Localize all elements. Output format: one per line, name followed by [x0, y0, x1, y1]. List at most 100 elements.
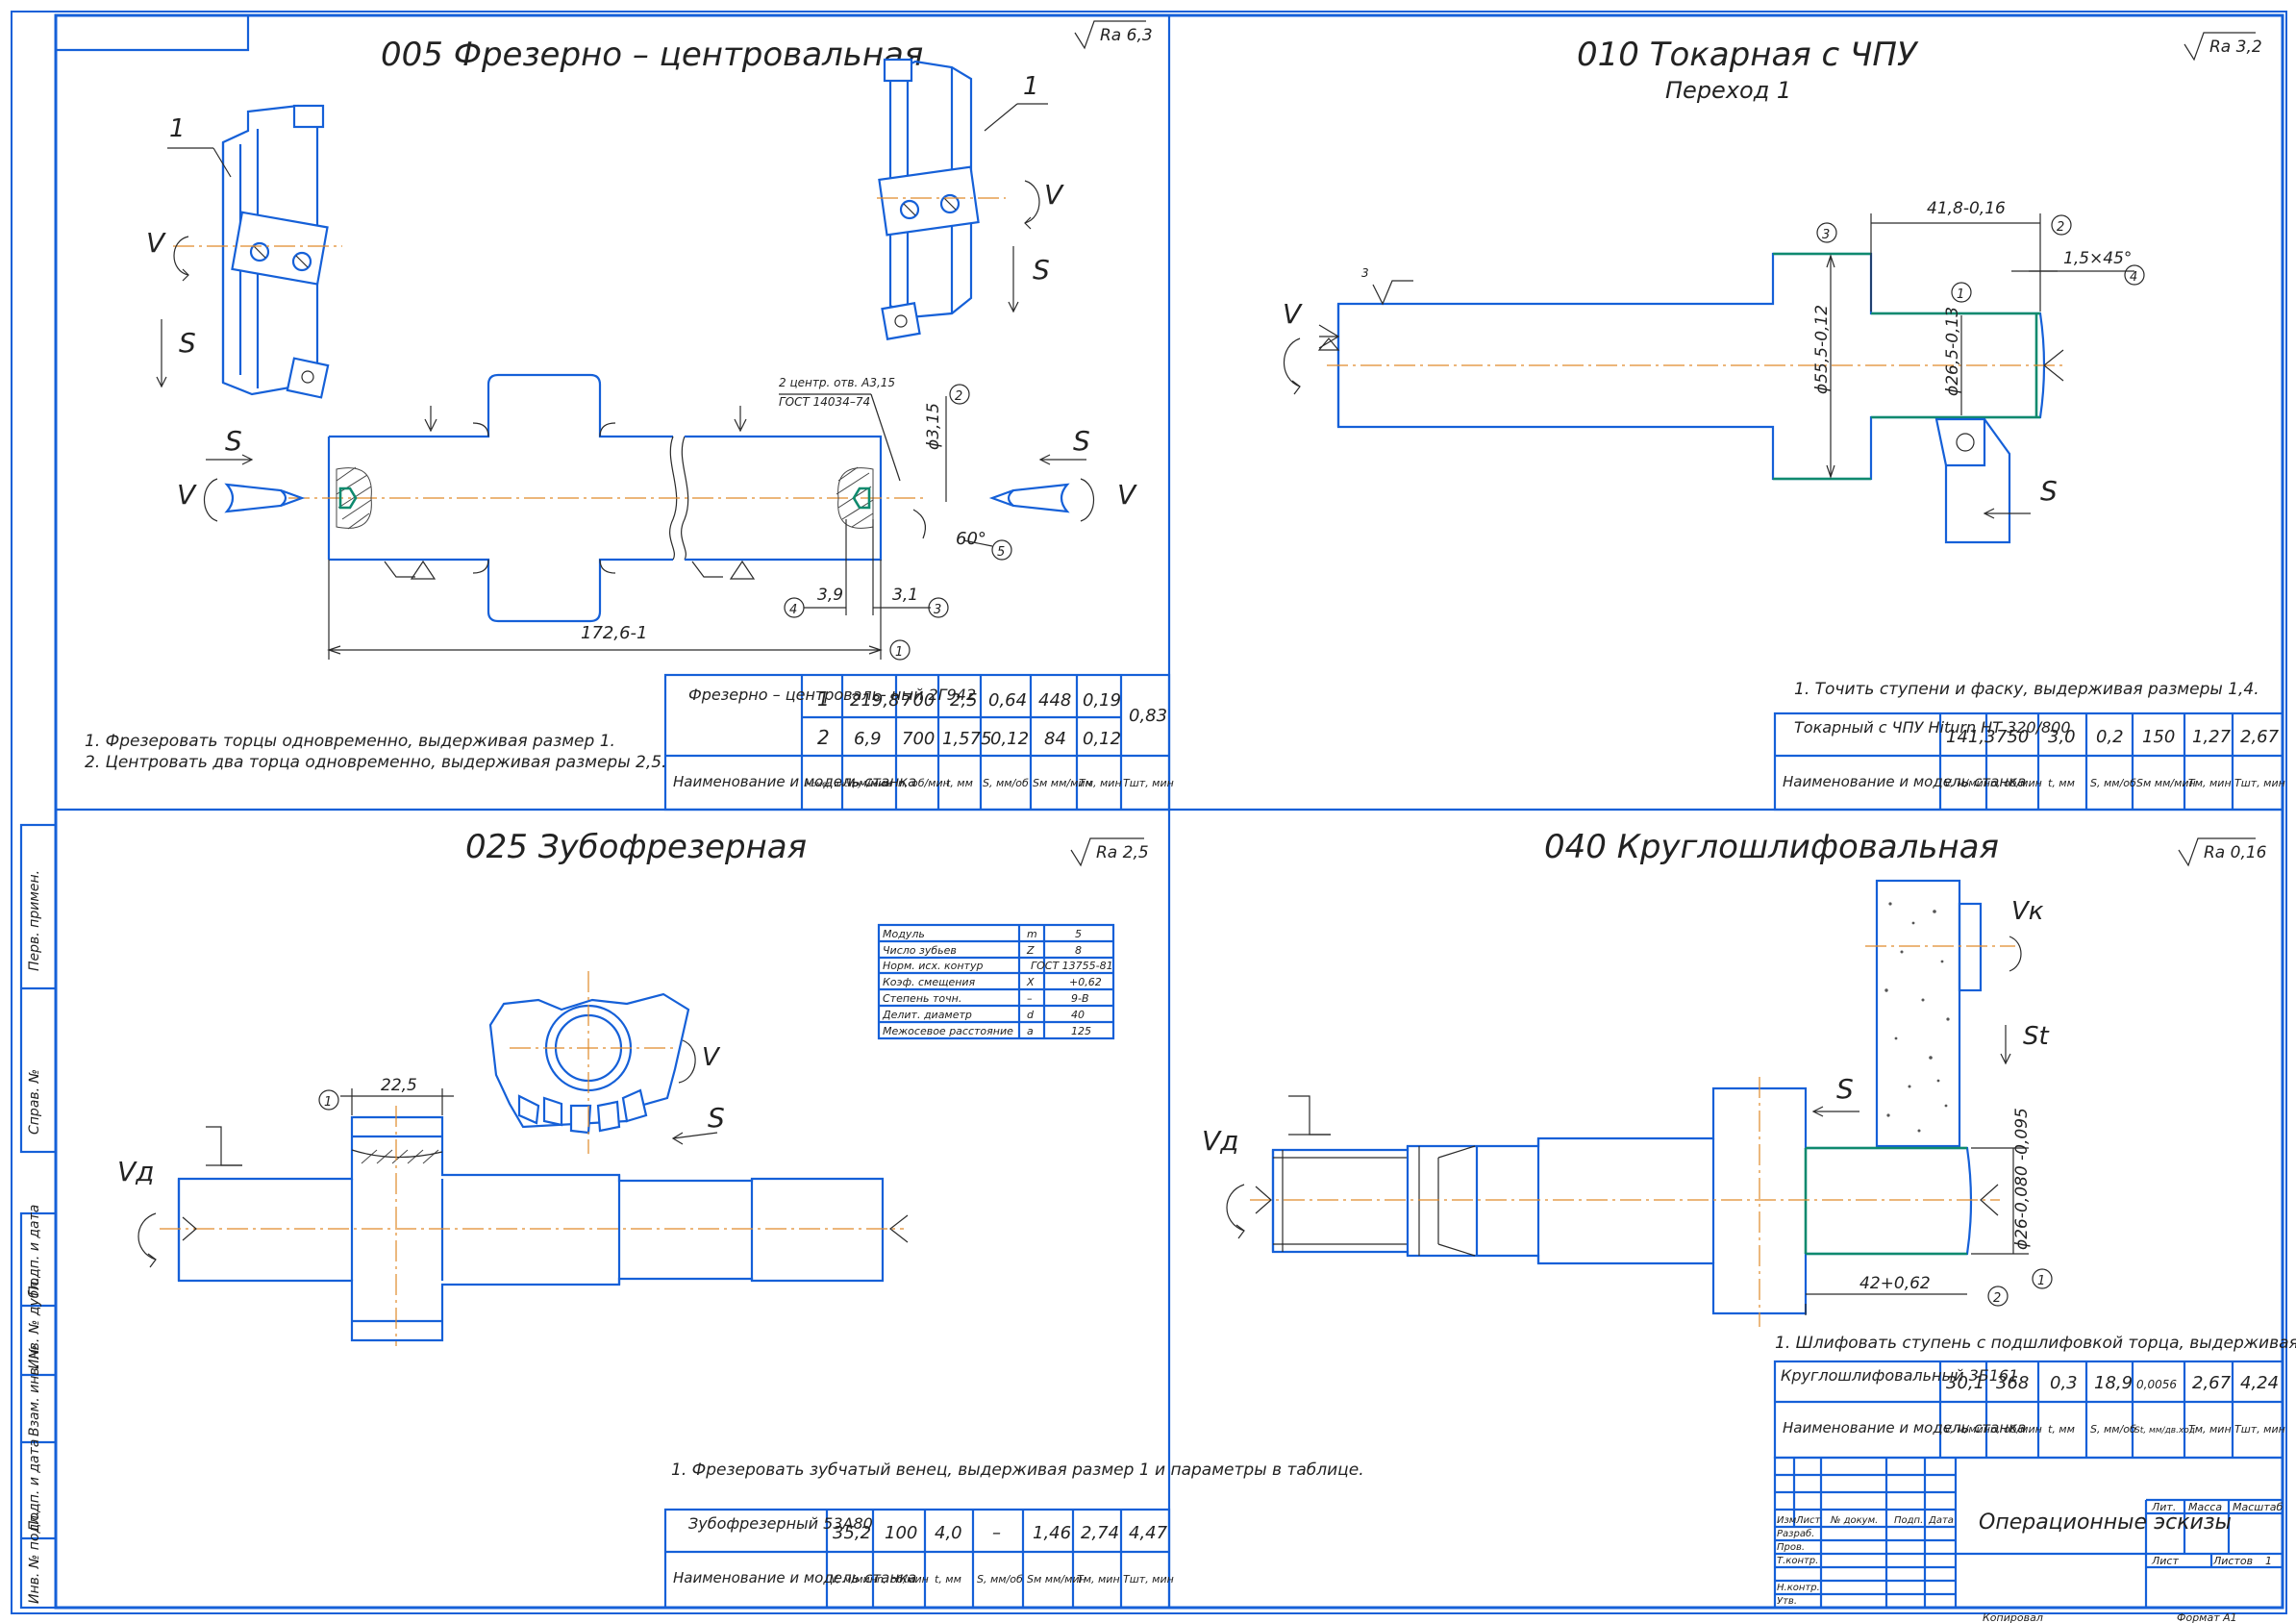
- svg-text:0,64: 0,64: [988, 690, 1027, 711]
- svg-text:n, об/мин: n, об/мин: [1990, 1423, 2042, 1436]
- svg-text:Круглошлифовальный 3Б161: Круглошлифовальный 3Б161: [1781, 1366, 2018, 1385]
- op005-panel: 005 Фрезерно – центровальная Ra 6,3 1 V …: [85, 20, 1174, 812]
- svg-text:22,5: 22,5: [381, 1076, 417, 1095]
- svg-text:35,2: 35,2: [833, 1523, 871, 1543]
- svg-text:m: m: [1027, 928, 1037, 940]
- svg-text:a: a: [1027, 1025, 1034, 1037]
- svg-text:Формат А1: Формат А1: [2177, 1611, 2237, 1623]
- op010-table: Токарный с ЧПУ Hiturn HT 320/800 141,3 7…: [1773, 712, 2285, 812]
- svg-text:4: 4: [2130, 270, 2137, 285]
- svg-text:V: V: [702, 1043, 721, 1072]
- svg-text:Масса: Масса: [2188, 1501, 2222, 1513]
- svg-text:S: S: [1073, 425, 1090, 457]
- svg-text:S, мм/об: S, мм/об: [2090, 777, 2136, 789]
- svg-text:Модуль: Модуль: [883, 928, 925, 940]
- svg-text:1,27: 1,27: [2192, 727, 2232, 747]
- svg-text:100: 100: [885, 1523, 917, 1543]
- svg-text:ϕ3,15: ϕ3,15: [924, 403, 943, 450]
- side-strip: Перв. примен. Справ. № Подп. и дата Инв.…: [19, 823, 58, 1610]
- op025-table: Зубофрезерный 53А80 35,2 100 4,0 – 1,46 …: [663, 1508, 1174, 1610]
- op025-note: 1. Фрезеровать зубчатый венец, выдержива…: [671, 1461, 1364, 1480]
- svg-text:141,3: 141,3: [1946, 727, 1996, 747]
- svg-text:V, м/мин: V, м/мин: [1944, 1423, 1990, 1436]
- op005-left-cutter: 1 V S: [146, 104, 342, 399]
- svg-text:3,1: 3,1: [892, 586, 918, 605]
- svg-text:42+0,62: 42+0,62: [1859, 1274, 1931, 1293]
- svg-text:18,9: 18,9: [2094, 1373, 2133, 1393]
- svg-text:6,9: 6,9: [854, 729, 882, 749]
- svg-text:Дата: Дата: [1928, 1515, 1954, 1526]
- svg-text:Пров.: Пров.: [1777, 1542, 1805, 1553]
- svg-text:0,19: 0,19: [1083, 690, 1121, 711]
- svg-text:t, мм: t, мм: [935, 1573, 961, 1586]
- svg-text:V: V: [1283, 298, 1303, 330]
- svg-text:84: 84: [1044, 729, 1066, 749]
- svg-text:Норм. исх. контур: Норм. исх. контур: [883, 960, 983, 972]
- op025-title: 025 Зубофрезерная: [465, 828, 807, 866]
- svg-text:S, мм/об: S, мм/об: [977, 1573, 1023, 1586]
- svg-text:t, мм: t, мм: [946, 777, 973, 789]
- op040-shaft: Vд S ϕ26-0,080 -0,095 42+0,62 1 2: [1202, 1073, 2053, 1327]
- svg-text:Н.контр.: Н.контр.: [1777, 1583, 1820, 1593]
- svg-text:3: 3: [1822, 228, 1830, 242]
- svg-text:Наименование и модель станка: Наименование и модель станка: [673, 773, 916, 790]
- op040-table: Круглошлифовальный 3Б161 30,1 368 0,3 18…: [1773, 1360, 2285, 1460]
- svg-text:St: St: [2023, 1022, 2050, 1051]
- svg-text:0,3: 0,3: [2050, 1373, 2078, 1393]
- svg-text:0,12: 0,12: [990, 729, 1029, 749]
- svg-text:S: S: [2040, 475, 2058, 507]
- outer-border: [11, 11, 2287, 1614]
- svg-text:0,0056: 0,0056: [2136, 1378, 2177, 1391]
- svg-text:2: 2: [1993, 1291, 2001, 1306]
- svg-text:S: S: [1033, 254, 1050, 286]
- svg-text:Токарный с ЧПУ Hiturn HT 320/8: Токарный с ЧПУ Hiturn HT 320/800: [1794, 718, 2071, 737]
- side-label-4: Взам. инв. №: [27, 1345, 42, 1436]
- svg-text:Тм, мин: Тм, мин: [2188, 777, 2232, 789]
- svg-text:0,2: 0,2: [2096, 727, 2124, 747]
- svg-text:700: 700: [902, 690, 935, 711]
- svg-text:S: S: [708, 1102, 725, 1134]
- svg-text:Наименование и модель станка: Наименование и модель станка: [1783, 773, 2026, 790]
- svg-text:+0,62: +0,62: [1069, 976, 1102, 988]
- svg-text:Делит. диаметр: Делит. диаметр: [882, 1009, 972, 1021]
- side-label-0: Перв. примен.: [27, 870, 42, 971]
- svg-text:ϕ26,5-0,13: ϕ26,5-0,13: [1943, 307, 1962, 396]
- svg-text:1: 1: [817, 687, 830, 711]
- title-name: Операционные эскизы: [1979, 1511, 2232, 1535]
- op025-shaft: Vд 22,5 1: [117, 1076, 909, 1346]
- svg-text:1: 1: [169, 114, 186, 143]
- svg-text:V, м/мин: V, м/мин: [831, 1573, 877, 1586]
- svg-text:Тм, мин: Тм, мин: [2188, 1423, 2232, 1436]
- svg-text:ГОСТ 14034–74: ГОСТ 14034–74: [779, 395, 870, 409]
- svg-text:Число зубьев: Число зубьев: [883, 944, 957, 957]
- svg-text:30,1: 30,1: [1946, 1373, 1984, 1393]
- svg-text:3,9: 3,9: [817, 586, 843, 605]
- svg-text:5: 5: [1075, 928, 1082, 940]
- svg-text:2,74: 2,74: [1081, 1523, 1119, 1543]
- svg-text:8: 8: [1075, 944, 1082, 957]
- svg-text:2: 2: [955, 389, 962, 404]
- op010-part: V S 3 41,8-0,16 1,5×45° ϕ55,5-0,12 ϕ26,5…: [1283, 199, 2145, 544]
- svg-text:ϕ26-0,080 -0,095: ϕ26-0,080 -0,095: [2012, 1108, 2032, 1250]
- svg-text:V: V: [146, 227, 166, 259]
- op040-title: 040 Круглошлифовальная: [1544, 828, 1999, 866]
- svg-text:Лит.: Лит.: [2151, 1501, 2176, 1513]
- op010-roughness: Ra 3,2: [2184, 32, 2262, 62]
- svg-text:X: X: [1026, 976, 1035, 988]
- svg-text:Тшт, мин: Тшт, мин: [1123, 1573, 1174, 1586]
- svg-text:Наименование и модель станка: Наименование и модель станка: [673, 1569, 916, 1586]
- svg-text:Номер инстру- мента: Номер инстру- мента: [806, 780, 892, 788]
- side-label-6: Инв. № подл.: [27, 1511, 42, 1604]
- op040-roughness: Ra 0,16: [2178, 837, 2267, 867]
- side-label-1: Справ. №: [27, 1069, 42, 1135]
- svg-text:ГОСТ 13755-81: ГОСТ 13755-81: [1031, 960, 1113, 972]
- op040-note: 1. Шлифовать ступень с подшлифовкой торц…: [1775, 1334, 2296, 1353]
- title-block: Изм Лист № докум. Подп. Дата Разраб. Про…: [1773, 1456, 2284, 1623]
- op040-wheel: Vк St: [1865, 879, 2050, 1148]
- svg-text:t, мм: t, мм: [2048, 777, 2075, 789]
- svg-text:1: 1: [324, 1095, 332, 1110]
- op005-note-2: 2. Центровать два торца одновременно, вы…: [85, 753, 666, 772]
- op005-note-1: 1. Фрезеровать торцы одновременно, выдер…: [85, 732, 615, 751]
- svg-text:S, мм/об: S, мм/об: [983, 777, 1029, 789]
